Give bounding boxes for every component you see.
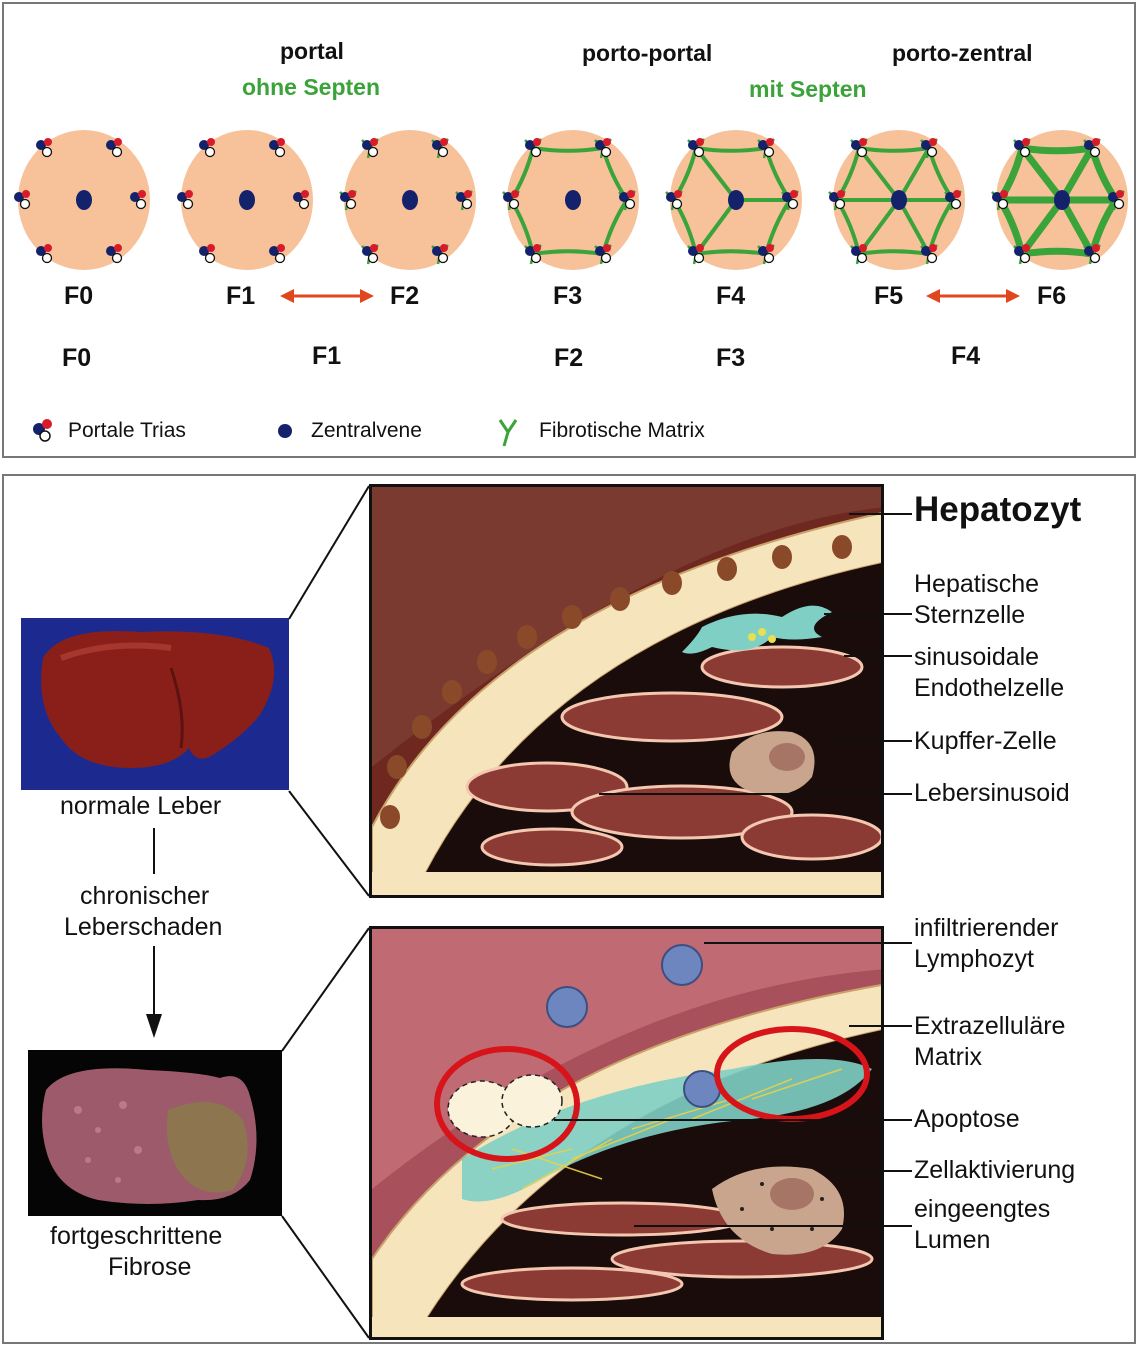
lobule-f0: [14, 130, 150, 270]
stage-label-f2: F2: [390, 282, 420, 310]
lobule-f1: [177, 130, 313, 270]
lymphocyte-shapes: [546, 944, 721, 1108]
lobule-f6: [991, 130, 1128, 270]
advanced-fibrosis-label-1: fortgeschrittene: [50, 1222, 223, 1250]
label-sternzelle-2: Sternzelle: [914, 601, 1026, 629]
label-lumen-1: eingeengtes: [914, 1195, 1051, 1223]
hepatocyte-nuclei: [380, 535, 852, 829]
fibrotic-sinusoid-illustration: [372, 929, 881, 1337]
stage-label-f6: F6: [1037, 282, 1067, 310]
apoptosis-highlight-ring: [434, 1046, 580, 1162]
lobule-f4: [665, 130, 802, 270]
label-ecm-1: Extrazelluläre: [914, 1012, 1066, 1040]
zentralvene-icon: [278, 424, 292, 438]
label-ecm-2: Matrix: [914, 1043, 983, 1071]
stage-label-f3: F3: [553, 282, 583, 310]
alt-stage-f0: F0: [62, 344, 92, 372]
label-lymphozyt-1: infiltrierender: [914, 914, 1059, 942]
normal-liver-photo: [21, 618, 289, 790]
ecm-fibers: [491, 1068, 843, 1190]
liver-fibrosis-illustration-panel: normale Leber chronischer Leberschaden f…: [2, 474, 1136, 1344]
normal-sinusoid-illustration: [372, 487, 881, 895]
label-zellaktivierung: Zellaktivierung: [914, 1156, 1076, 1184]
stellate-cell-shape: [682, 605, 832, 654]
normal-liver-label: normale Leber: [60, 792, 222, 820]
label-lymphozyt-2: Lymphozyt: [914, 945, 1034, 973]
header-porto-portal: porto-portal: [582, 40, 713, 66]
fibrotic-liver-photo: [28, 1050, 282, 1216]
alt-stage-f3: F3: [716, 344, 746, 372]
legend-portale-trias: Portale Trias: [68, 419, 186, 442]
advanced-fibrosis-label-2: Fibrose: [108, 1253, 192, 1281]
alt-stage-f1: F1: [312, 342, 342, 370]
label-sternzelle-1: Hepatische: [914, 570, 1040, 598]
alt-stage-f4: F4: [951, 342, 981, 370]
chronic-damage-label-1: chronischer: [80, 882, 210, 910]
legend-zentralvene: Zentralvene: [311, 419, 422, 442]
apoptotic-cells: [447, 1074, 563, 1138]
lobule-f2: [339, 130, 476, 270]
stage-label-f4: F4: [716, 282, 746, 310]
sinusoid-endothelial-cylinders: [465, 645, 881, 867]
portal-trias-icon: [33, 419, 52, 442]
label-hepatozyt: Hepatozyt: [914, 490, 1082, 529]
header-portal: portal: [280, 38, 344, 64]
label-apoptose: Apoptose: [914, 1105, 1020, 1133]
legend-fibrotische-matrix: Fibrotische Matrix: [539, 419, 705, 442]
arrow-f5-f6: [926, 289, 1020, 303]
label-lumen-2: Lumen: [914, 1226, 991, 1254]
fibrotische-matrix-icon: [498, 419, 518, 447]
lobule-diagram: [14, 130, 1128, 303]
arrow-f1-f2: [280, 289, 374, 303]
label-kupffer: Kupffer-Zelle: [914, 727, 1057, 755]
alt-stage-f2: F2: [554, 344, 584, 372]
fibrosis-stage-panel: portal ohne Septen porto-portal mit Sept…: [2, 2, 1136, 458]
header-mit-septen: mit Septen: [749, 76, 867, 102]
connector-lines: [146, 485, 370, 1339]
label-endothel-1: sinusoidale: [914, 643, 1040, 671]
chronic-damage-label-2: Leberschaden: [64, 913, 223, 941]
header-porto-zentral: porto-zentral: [892, 40, 1033, 66]
lobule-f3: [502, 130, 639, 270]
stage-label-f0: F0: [64, 282, 94, 310]
stage-label-f5: F5: [874, 282, 904, 310]
lobule-f5: [828, 130, 965, 270]
header-ohne-septen: ohne Septen: [242, 74, 381, 100]
fibrotic-sinusoid-inset: [369, 926, 884, 1340]
normal-sinusoid-inset: [369, 484, 884, 898]
label-lebersinusoid: Lebersinusoid: [914, 779, 1070, 807]
label-endothel-2: Endothelzelle: [914, 674, 1065, 702]
stage-label-f1: F1: [226, 282, 256, 310]
